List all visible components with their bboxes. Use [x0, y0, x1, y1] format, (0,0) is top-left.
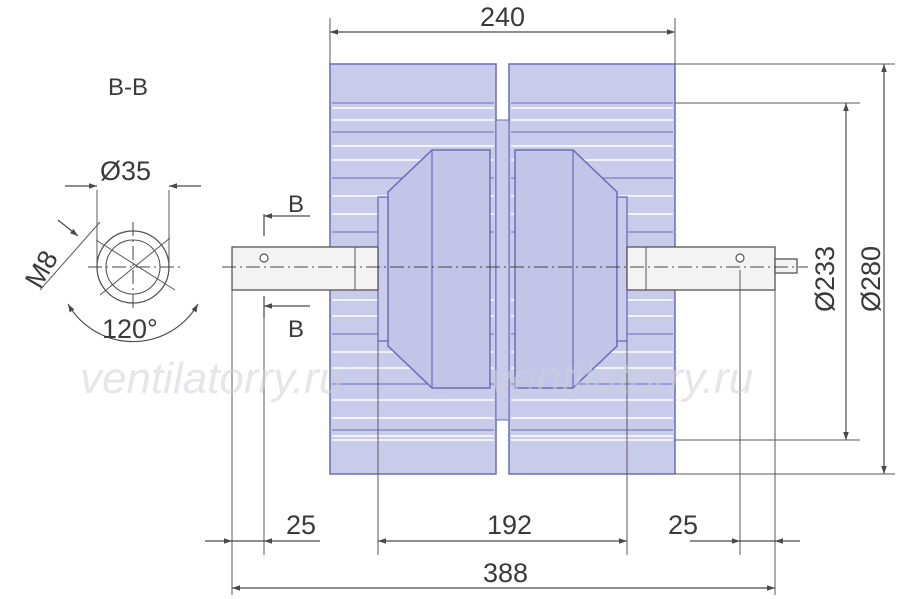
shafts	[231, 246, 798, 291]
center-gap	[495, 119, 510, 421]
section-mark-bottom: B	[288, 316, 304, 343]
hub-right	[514, 149, 618, 389]
hub-flange-right	[616, 196, 628, 342]
watermark-right: ventilatorry.ru	[490, 354, 753, 403]
section-mark-top: B	[288, 191, 304, 218]
section-detail: B-B Ø35 M8 120°	[19, 74, 201, 344]
watermark-left: ventilatorry.ru	[80, 354, 343, 403]
dim-top-width: 240	[480, 2, 525, 32]
dim-left-shaft-offset: 25	[286, 510, 316, 540]
shaft-tip	[774, 258, 798, 274]
dim-inner-diameter: Ø233	[810, 246, 840, 312]
shaft-left	[231, 246, 379, 291]
dim-center-span: 192	[487, 510, 532, 540]
set-screw-hole-left	[259, 253, 269, 263]
shaft-right	[626, 246, 776, 291]
hub-left	[387, 149, 491, 389]
section-label: B-B	[108, 74, 148, 101]
set-screw-hole-right	[735, 253, 745, 263]
dim-right-shaft-offset: 25	[668, 510, 698, 540]
dim-shaft-diameter: Ø35	[100, 156, 151, 186]
dim-thread: M8	[19, 246, 64, 293]
dim-right: Ø280 Ø233	[675, 63, 895, 475]
hub-flange-left	[377, 196, 389, 342]
dim-bottom: 25 192 25 388	[205, 270, 800, 595]
dim-total-length: 388	[483, 558, 528, 588]
section-marks: B B	[263, 191, 310, 343]
dim-angle: 120°	[102, 314, 158, 344]
dim-top: 240	[329, 2, 676, 64]
dim-outer-diameter: Ø280	[856, 246, 886, 312]
angle-arc	[67, 303, 199, 343]
hub	[377, 149, 628, 389]
